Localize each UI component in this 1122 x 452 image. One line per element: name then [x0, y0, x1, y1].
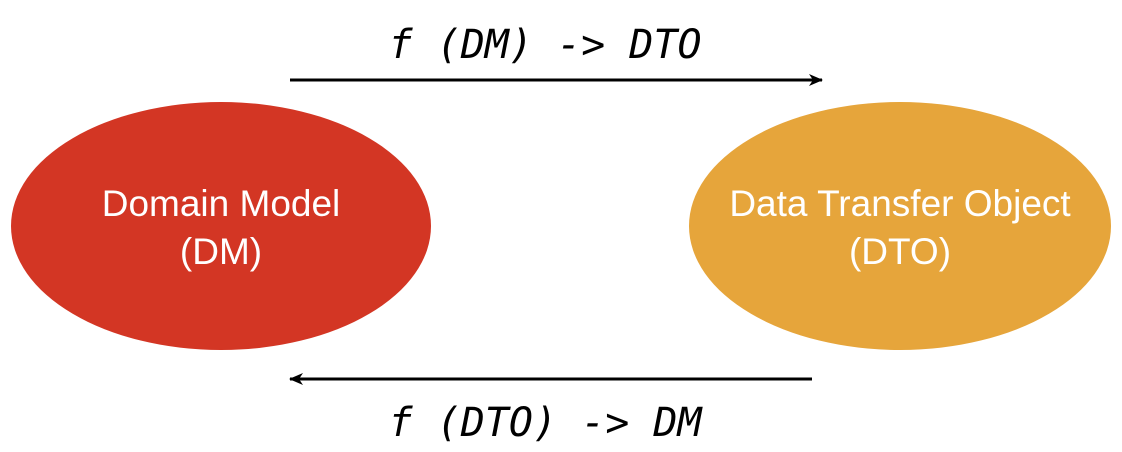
- node-dto: Data Transfer Object (DTO): [689, 102, 1111, 350]
- edge-label-dto-to-dm: f (DTO) -> DM: [388, 400, 703, 446]
- dto-label: Data Transfer Object: [729, 183, 1071, 224]
- edge-label-dm-to-dto: f (DM) -> DTO: [388, 22, 701, 68]
- dto-abbr: (DTO): [849, 231, 951, 272]
- node-domain-model: Domain Model (DM): [11, 102, 431, 350]
- domain-model-label: Domain Model: [102, 183, 341, 224]
- domain-model-ellipse: [11, 102, 431, 350]
- domain-model-abbr: (DM): [180, 231, 262, 272]
- dto-ellipse: [689, 102, 1111, 350]
